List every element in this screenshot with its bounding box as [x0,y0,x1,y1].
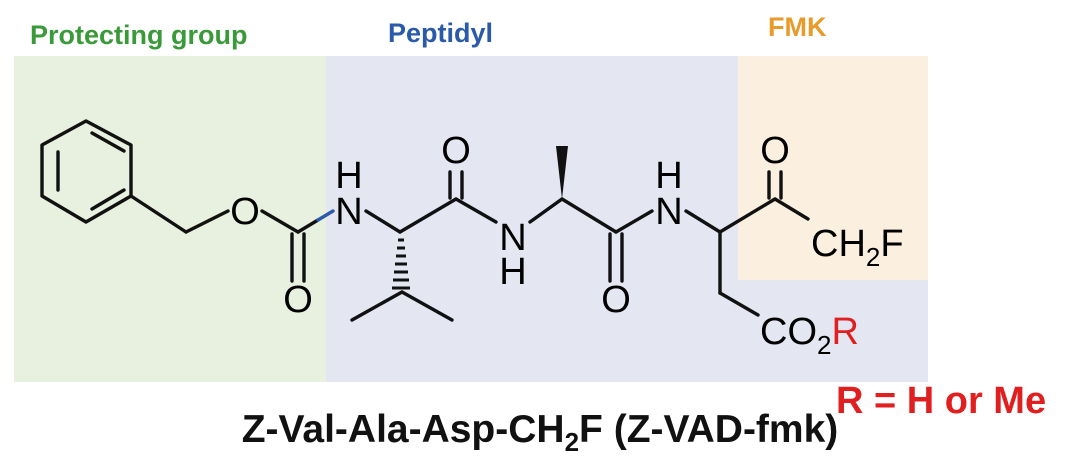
compound-caption: Z-Val-Ala-Asp-CH2F (Z-VAD-fmk) [241,408,839,457]
benzene-ring [40,119,133,224]
atom-n-asp: N [655,191,682,233]
atom-o-ester: O [230,191,260,233]
val-hashed-wedge [392,238,410,290]
r-definition: R = H or Me [836,380,1047,422]
peptidyl-label: Peptidyl [388,18,494,48]
protecting-group-label: Protecting group [30,20,248,50]
atom-o-ala-carbonyl: O [601,279,631,321]
atom-h-asp: H [655,155,682,197]
ch2f-group: CH2F [811,223,904,272]
fmk-region [738,56,928,280]
bond-benzyl [129,194,188,234]
atom-h-val: H [335,155,362,197]
atom-n-ala: N [499,217,526,259]
atom-o-carbonyl-carbamate: O [283,279,313,321]
ala-solid-wedge [556,146,568,199]
co2r-group: CO2R [760,311,859,360]
atom-o-val-carbonyl: O [441,130,471,172]
atom-n-val: N [335,191,362,233]
fmk-label: FMK [768,12,827,42]
atom-h-ala: H [499,251,526,293]
atom-o-ketone: O [760,130,790,172]
